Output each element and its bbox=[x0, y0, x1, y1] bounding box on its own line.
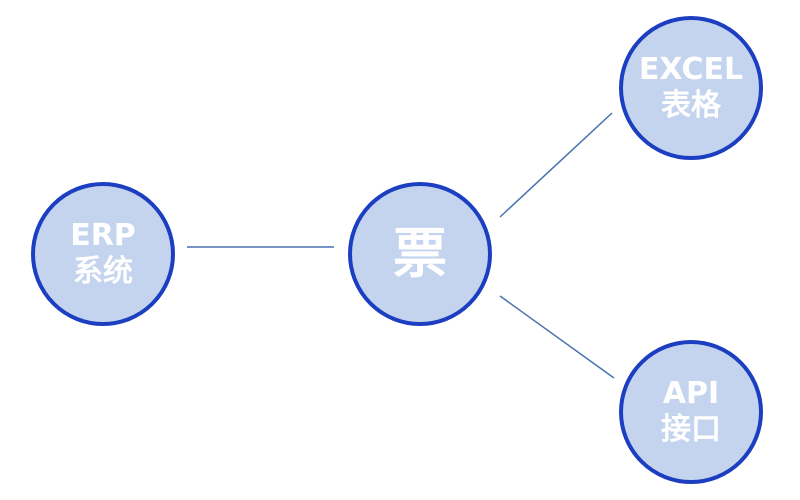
node-piao-label: 票 bbox=[393, 221, 447, 285]
node-api-label-line1: API bbox=[662, 376, 720, 411]
edge-piao-to-excel bbox=[499, 112, 613, 218]
node-erp-system: ERP 系统 bbox=[31, 182, 175, 326]
edge-piao-to-api bbox=[499, 295, 615, 379]
node-erp-label-line1: ERP bbox=[70, 218, 136, 253]
node-api-interface: API 接口 bbox=[619, 340, 763, 484]
node-piao-center: 票 bbox=[348, 182, 492, 326]
node-excel-label-line2: 表格 bbox=[661, 88, 721, 123]
node-erp-label-line2: 系统 bbox=[73, 254, 133, 289]
node-excel-label-line1: EXCEL bbox=[638, 52, 744, 87]
node-api-label-line2: 接口 bbox=[661, 412, 721, 447]
node-excel-spreadsheet: EXCEL 表格 bbox=[619, 16, 763, 160]
